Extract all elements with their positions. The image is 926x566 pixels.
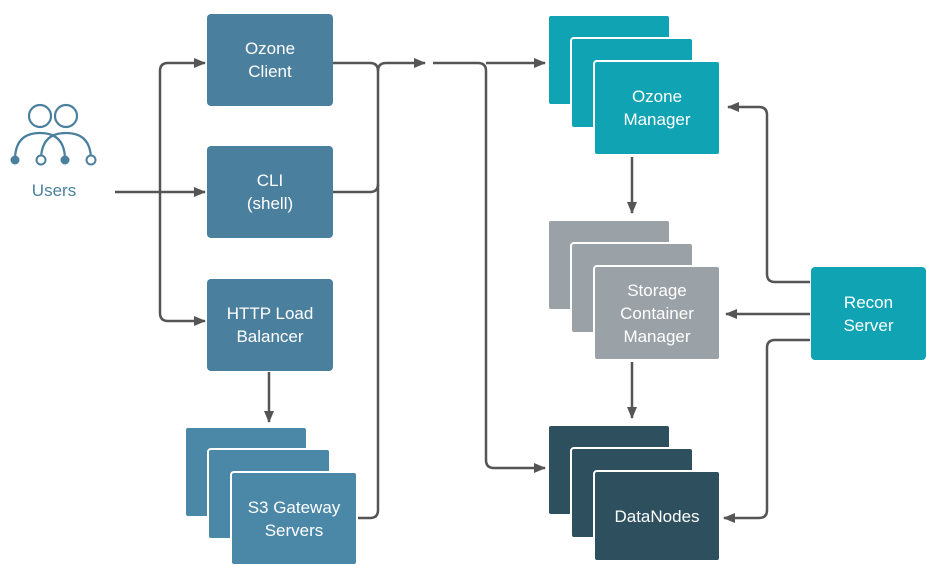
arrow-users-to-ozone-client <box>158 58 206 192</box>
ozone-manager-node[interactable]: Ozone Manager <box>593 60 721 156</box>
om-line-1: Ozone <box>631 87 683 106</box>
ozone-client-node[interactable]: Ozone Client <box>207 14 333 106</box>
cli-line-1: CLI <box>256 171 284 190</box>
http-load-balancer-node[interactable]: HTTP Load Balancer <box>207 279 333 371</box>
recon-server-node[interactable]: Recon Server <box>811 267 926 360</box>
s3-out <box>357 509 380 520</box>
datanodes-label: DataNodes <box>614 506 700 526</box>
scm-line-3: Manager <box>623 326 691 346</box>
http-lb-line-1: HTTP Load <box>226 304 314 323</box>
http-lb-line-2: Balancer <box>236 327 304 346</box>
cluster-bus <box>433 61 546 473</box>
cli-out <box>333 183 380 194</box>
recon-line-1: Recon <box>843 292 894 312</box>
users-icon-dots <box>10 155 70 165</box>
arrow-recon-to-om <box>727 102 810 284</box>
ozone-client-line-1: Ozone <box>244 39 296 58</box>
storage-container-manager-node[interactable]: Storage Container Manager <box>593 265 721 361</box>
datanodes-node[interactable]: DataNodes <box>593 470 721 562</box>
cli-node[interactable]: CLI (shell) <box>207 146 333 238</box>
arrow-users-to-http-lb <box>158 192 206 326</box>
om-line-2: Manager <box>623 110 691 129</box>
scm-line-2: Container <box>620 303 694 323</box>
cli-line-2: (shell) <box>246 194 294 213</box>
ozone-client-out <box>333 61 380 72</box>
scm-line-1: Storage <box>627 280 687 300</box>
s3-gateway-node[interactable]: S3 Gateway Servers <box>230 471 358 566</box>
s3-gateway-line-1: S3 Gateway <box>247 497 341 517</box>
users-icon <box>13 103 93 161</box>
arrow-recon-to-dn <box>723 338 810 523</box>
users-label: Users <box>31 181 77 200</box>
recon-line-2: Server <box>843 315 894 335</box>
client-bus <box>376 58 426 510</box>
ozone-client-line-2: Client <box>248 62 292 81</box>
s3-gateway-line-2: Servers <box>264 520 324 540</box>
